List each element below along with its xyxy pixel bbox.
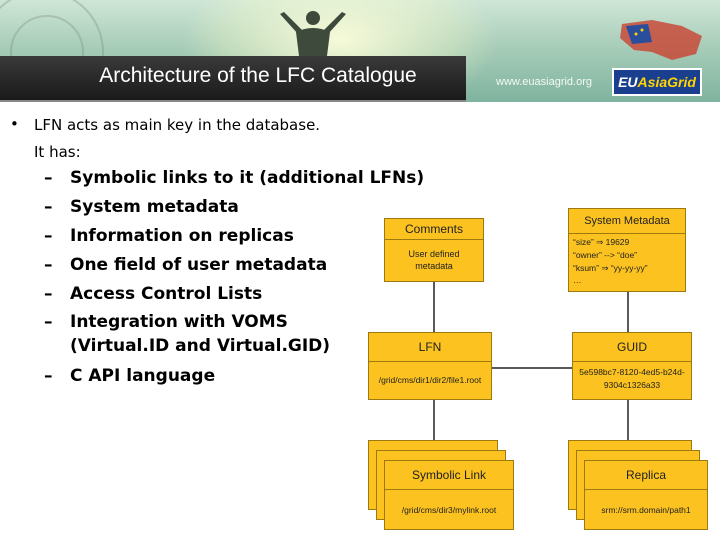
person-silhouette-icon	[280, 11, 346, 64]
bullet-text-line1: LFN acts as main key in the database.	[34, 116, 321, 134]
banner-decoration	[0, 0, 104, 102]
list-item-system-metadata: System metadata	[70, 197, 239, 217]
list-dash: –	[44, 226, 53, 246]
list-dash: –	[44, 168, 53, 188]
logo-text-eu: EU	[618, 74, 638, 90]
replica-box: Replica srm://srm.domain/path1	[584, 460, 708, 530]
system-metadata-title: System Metadata	[569, 209, 685, 234]
symbolic-link-box: Symbolic Link /grid/cms/dir3/mylink.root	[384, 460, 514, 530]
system-metadata-line: “size” ⇒ 19629	[573, 237, 630, 247]
comments-body-line1: User defined	[408, 249, 460, 259]
lfn-box: LFN /grid/cms/dir1/dir2/file1.root	[368, 332, 492, 400]
euasiagrid-logo: EUAsiaGrid	[612, 68, 702, 96]
list-item-user-metadata: One field of user metadata	[70, 255, 328, 275]
site-url: www.euasiagrid.org	[496, 76, 592, 88]
list-item-acl: Access Control Lists	[70, 284, 263, 304]
list-dash: –	[44, 366, 53, 386]
guid-box: GUID 5e598bc7-8120-4ed5-b24d- 9304c1326a…	[572, 332, 692, 400]
system-metadata-line: …	[573, 275, 582, 285]
guid-value-line1: 5e598bc7-8120-4ed5-b24d-	[579, 367, 685, 377]
comments-body-line2: metadata	[415, 261, 453, 271]
symbolic-link-title: Symbolic Link	[385, 461, 513, 490]
list-dash: –	[44, 197, 53, 217]
comments-title: Comments	[385, 219, 483, 240]
symbolic-link-path: /grid/cms/dir3/mylink.root	[401, 505, 497, 515]
comments-box: Comments User defined metadata	[384, 218, 484, 282]
list-dash: –	[44, 284, 53, 304]
lfn-path: /grid/cms/dir1/dir2/file1.root	[378, 375, 482, 385]
list-dash: –	[44, 255, 53, 275]
list-item-voms: Integration with VOMS	[70, 312, 288, 332]
list-item-c-api: C API language	[70, 366, 216, 386]
guid-title: GUID	[573, 333, 691, 362]
title-bar	[0, 56, 466, 102]
bullet-dot: •	[10, 115, 19, 133]
asia-map-icon	[620, 20, 702, 60]
replica-title: Replica	[585, 461, 707, 490]
list-item-voms-detail: (Virtual.ID and Virtual.GID)	[70, 336, 331, 356]
logo-text-asiagrid: AsiaGrid	[637, 74, 696, 90]
bullet-text-line2: It has:	[34, 143, 81, 161]
list-dash: –	[44, 312, 53, 332]
header-banner	[0, 0, 720, 102]
lfn-title: LFN	[369, 333, 491, 362]
system-metadata-box: System Metadata “size” ⇒ 19629 “owner” -…	[568, 208, 686, 292]
list-item-symbolic-links: Symbolic links to it (additional LFNs)	[70, 168, 425, 188]
guid-value-line2: 9304c1326a33	[603, 380, 661, 390]
system-metadata-line: “ksum” ⇒ “yy-yy-yy”	[573, 263, 648, 273]
system-metadata-line: “owner” --> “doe”	[573, 250, 638, 260]
page-title: Architecture of the LFC Catalogue	[99, 64, 417, 87]
list-item-replicas: Information on replicas	[70, 226, 294, 246]
replica-path: srm://srm.domain/path1	[601, 505, 691, 515]
